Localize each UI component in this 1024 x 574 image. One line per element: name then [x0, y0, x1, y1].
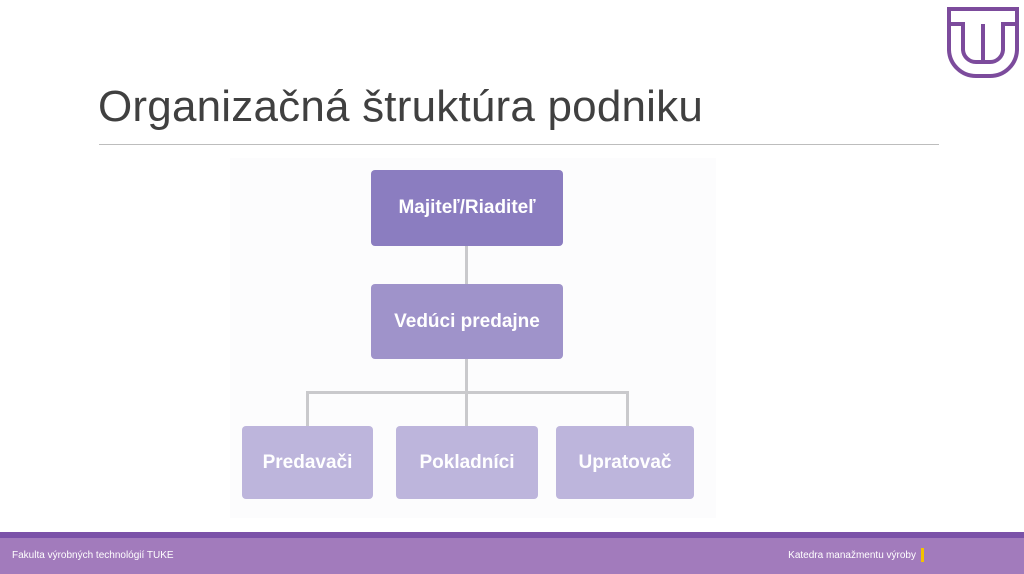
footer-bar: Fakulta výrobných technológií TUKE Kated…: [0, 538, 1024, 574]
org-node-cashiers: Pokladníci: [396, 426, 538, 499]
tuke-logo-icon: [947, 7, 1019, 78]
org-node-store-manager: Vedúci predajne: [371, 284, 563, 359]
footer-faculty-text: Fakulta výrobných technológií TUKE: [12, 550, 174, 561]
org-chart: Majiteľ/Riaditeľ Vedúci predajne Predava…: [230, 158, 716, 518]
org-node-sales-staff: Predavači: [242, 426, 373, 499]
slide-title: Organizačná štruktúra podniku: [98, 82, 704, 131]
logo-outer-shape: [947, 7, 1019, 78]
connector-l1-l2: [465, 245, 468, 284]
org-node-owner-director: Majiteľ/Riaditeľ: [371, 170, 563, 246]
title-divider: [99, 144, 939, 145]
connector-bus-right: [626, 391, 629, 427]
connector-l2-bus: [465, 358, 468, 393]
footer-department-text: Katedra manažmentu výroby: [788, 550, 916, 561]
footer-accent-line: [0, 532, 1024, 538]
org-node-cleaner: Upratovač: [556, 426, 694, 499]
footer-marker: [921, 548, 924, 562]
connector-bus-center: [465, 391, 468, 427]
connector-bus-left: [306, 391, 309, 427]
